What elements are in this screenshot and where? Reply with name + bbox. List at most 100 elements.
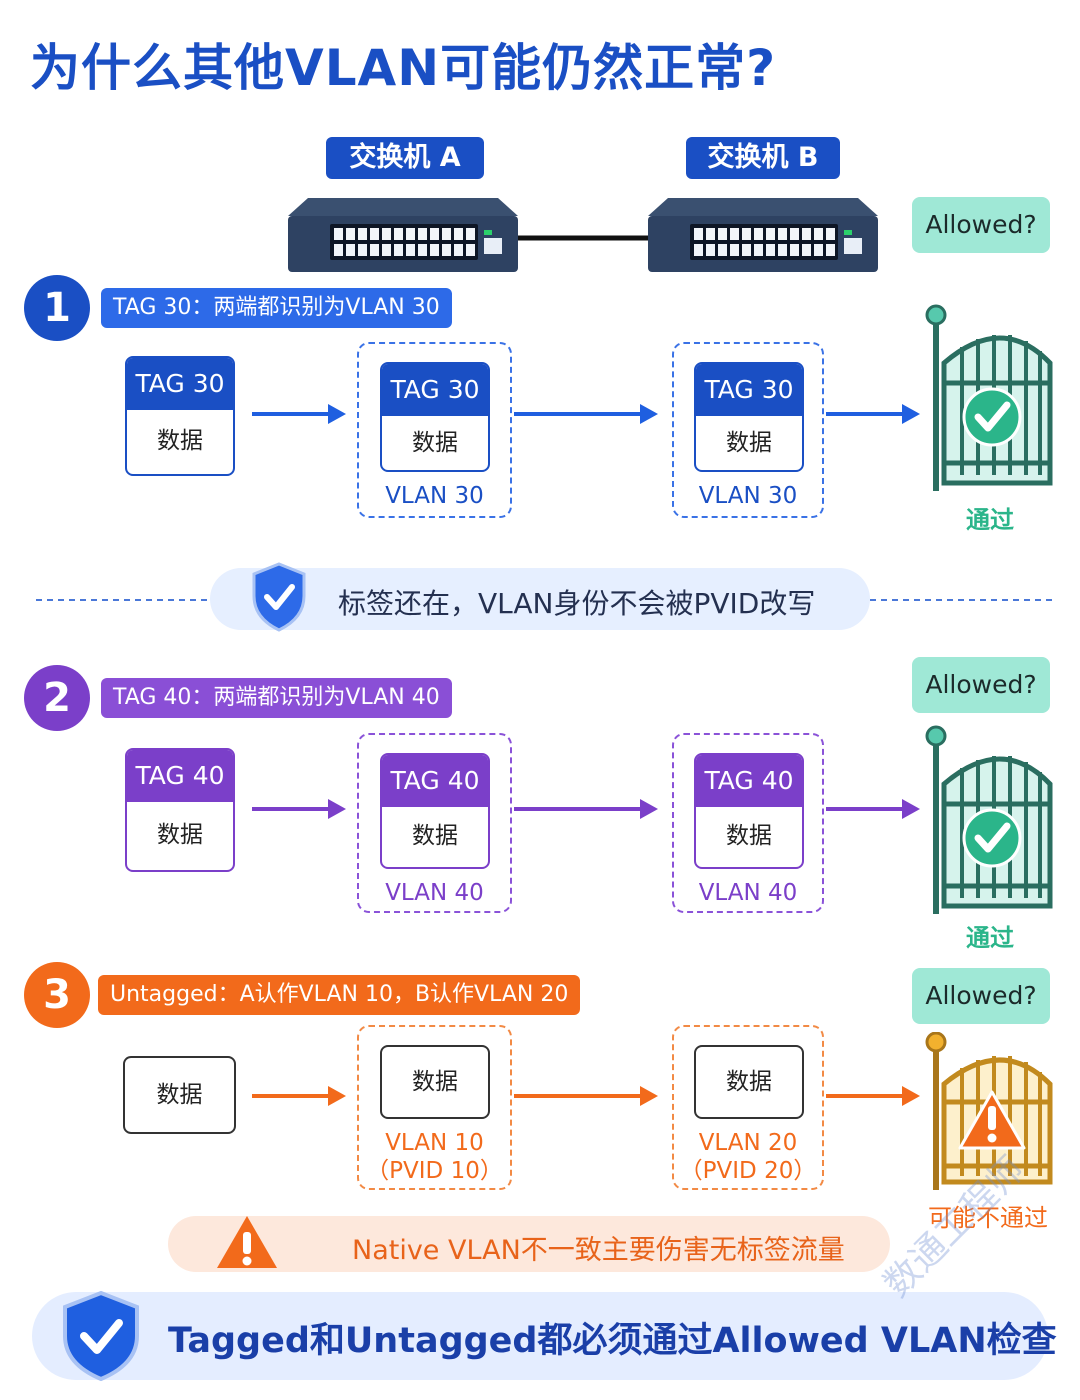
switch-b-frame-2: TAG 40 数据 VLAN 40 — [672, 733, 824, 913]
packet-at-a: TAG 30 数据 — [380, 362, 490, 472]
switch-b-icon — [648, 198, 878, 272]
gate-icon-2 — [925, 725, 1053, 914]
switch-port — [802, 228, 811, 240]
switch-port — [334, 228, 343, 240]
vlan-label: VLAN 40 — [385, 880, 484, 906]
switch-b-frame-3: 数据 VLAN 20 （PVID 20） — [672, 1025, 824, 1190]
scenario-3-banner: Untagged：A认作VLAN 10，B认作VLAN 20 — [98, 975, 581, 1015]
switch-port — [430, 228, 439, 240]
gate-icon-1 — [925, 304, 1053, 491]
switch-port — [358, 228, 367, 240]
switch-port — [394, 228, 403, 240]
switch-port — [394, 244, 403, 256]
switch-port — [706, 244, 715, 256]
check-icon — [962, 808, 1022, 868]
switch-a-icon — [288, 198, 518, 272]
scenario-1-banner: TAG 30：两端都识别为VLAN 30 — [101, 288, 452, 328]
flow-arrows-3 — [252, 1086, 920, 1106]
packet-payload: 数据 — [412, 1069, 458, 1095]
switch-diagram — [288, 198, 878, 272]
switch-port — [382, 244, 391, 256]
vlan-label: VLAN 20 （PVID 20） — [674, 1129, 822, 1185]
switch-port — [814, 228, 823, 240]
scenario-2-banner: TAG 40：两端都识别为VLAN 40 — [101, 678, 452, 718]
allowed-badge-3: Allowed? — [912, 968, 1050, 1024]
packet-tag: TAG 30 — [382, 364, 488, 416]
page-title: 为什么其他VLAN可能仍然正常? — [30, 39, 777, 97]
packet-payload: 数据 — [157, 428, 203, 454]
switch-a-label: 交换机 A — [326, 137, 484, 179]
switch-port — [454, 244, 463, 256]
vlan-label: VLAN 30 — [698, 483, 798, 509]
packet-tag: TAG 30 — [127, 358, 233, 410]
packet-payload: 数据 — [726, 1069, 772, 1095]
gate-icon-3 — [925, 1032, 1053, 1190]
allowed-badge-2: Allowed? — [912, 657, 1050, 713]
switch-port — [718, 228, 727, 240]
footer-text: Tagged和Untagged都必须通过Allowed VLAN检查 — [168, 1321, 1057, 1361]
switch-port — [346, 228, 355, 240]
switch-port — [466, 228, 475, 240]
switch-b-frame-1: TAG 30 数据 VLAN 30 — [672, 342, 824, 518]
note-text: 标签还在，VLAN身份不会被PVID改写 — [338, 587, 816, 620]
step-number-3: 3 — [24, 962, 90, 1028]
step-number-2: 2 — [24, 665, 90, 731]
divider-line — [36, 599, 1054, 601]
switch-port — [814, 244, 823, 256]
packet-payload: 数据 — [412, 430, 458, 456]
vlan-id: VLAN 20 — [698, 1130, 798, 1156]
switch-port — [406, 244, 415, 256]
switch-port — [778, 228, 787, 240]
footer-bar — [32, 1292, 1048, 1380]
packet-source-3: 数据 — [123, 1056, 236, 1134]
packet-payload: 数据 — [726, 823, 772, 849]
allowed-badge-1: Allowed? — [912, 197, 1050, 253]
switch-port — [466, 244, 475, 256]
switch-port — [826, 228, 835, 240]
vlan-id: VLAN 10 — [385, 1130, 484, 1156]
switch-port — [766, 244, 775, 256]
switch-a-frame-3: 数据 VLAN 10 （PVID 10） — [357, 1025, 512, 1190]
switch-port — [790, 244, 799, 256]
switch-port — [382, 228, 391, 240]
warning-text: Native VLAN不一致主要伤害无标签流量 — [352, 1235, 845, 1266]
vlan-label: VLAN 30 — [385, 483, 484, 509]
warning-icon — [217, 1216, 277, 1268]
packet-payload: 数据 — [726, 430, 772, 456]
shield-check-icon — [252, 562, 306, 632]
switch-port — [694, 244, 703, 256]
vlan-label: VLAN 40 — [698, 880, 798, 906]
packet-source-2: TAG 40 数据 — [125, 748, 235, 872]
switch-port — [742, 244, 751, 256]
packet-source-1: TAG 30 数据 — [125, 356, 235, 476]
switch-port — [826, 244, 835, 256]
switch-port — [694, 228, 703, 240]
switch-port — [730, 228, 739, 240]
step-number-1: 1 — [24, 275, 90, 341]
switch-port — [430, 244, 439, 256]
switch-port — [754, 228, 763, 240]
switch-port — [370, 244, 379, 256]
switch-port — [406, 228, 415, 240]
switch-port — [346, 244, 355, 256]
packet-tag: TAG 40 — [696, 755, 802, 807]
flow-arrows-1 — [252, 404, 920, 424]
switch-port — [766, 228, 775, 240]
switch-port — [742, 228, 751, 240]
warning-bar — [168, 1216, 890, 1272]
packet-tag: TAG 40 — [127, 750, 233, 802]
switch-port — [706, 228, 715, 240]
switch-port — [442, 228, 451, 240]
switch-port — [754, 244, 763, 256]
packet-tag: TAG 30 — [696, 364, 802, 416]
pvid-label: （PVID 10） — [366, 1158, 503, 1184]
packet-at-b: 数据 — [694, 1045, 804, 1119]
packet-payload: 数据 — [156, 1082, 203, 1108]
switch-port — [778, 244, 787, 256]
shield-check-icon — [63, 1290, 139, 1382]
result-label-3: 可能不通过 — [928, 1204, 1048, 1232]
switch-a-frame-2: TAG 40 数据 VLAN 40 — [357, 733, 512, 913]
switch-port — [718, 244, 727, 256]
switch-port — [454, 228, 463, 240]
packet-tag: TAG 40 — [382, 755, 488, 807]
